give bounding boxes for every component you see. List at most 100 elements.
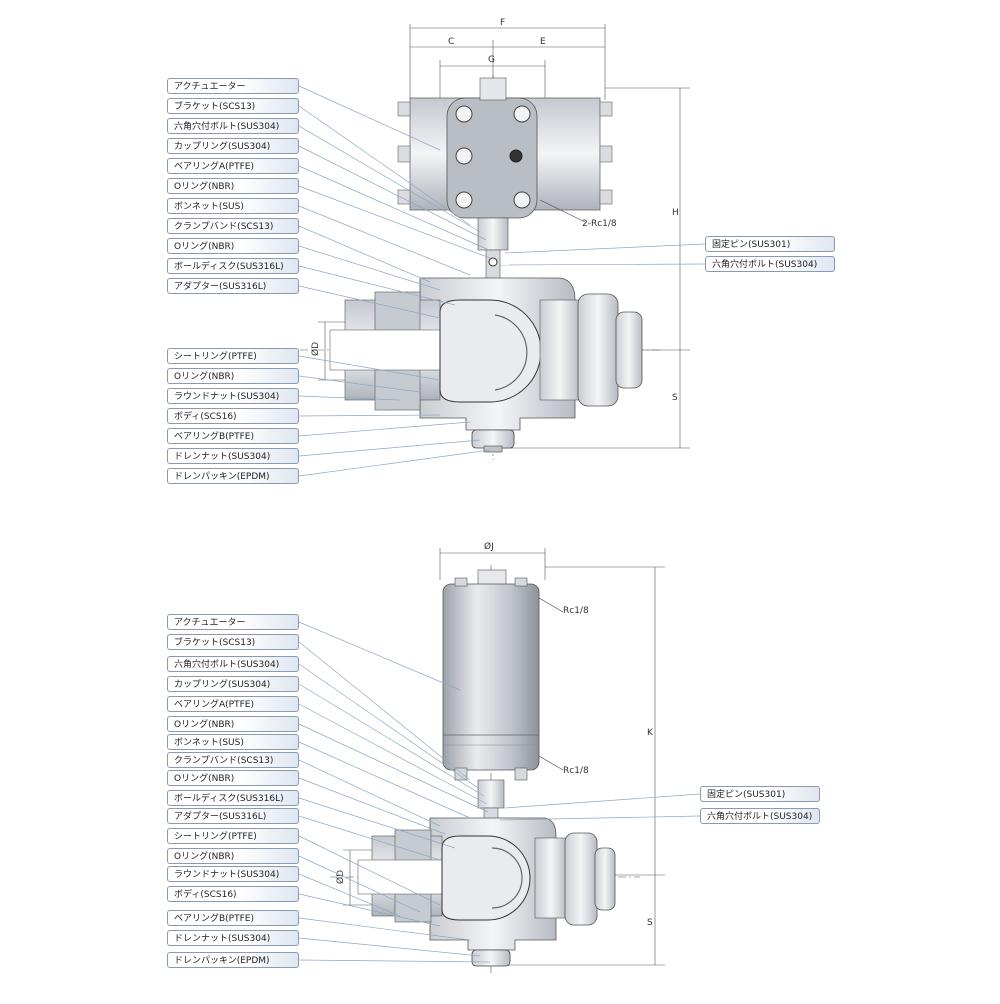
leader-line bbox=[298, 641, 471, 781]
dim-D2: ØD bbox=[335, 870, 346, 884]
dim-S2: S bbox=[647, 918, 653, 928]
part-label: Oリング(NBR) bbox=[167, 770, 299, 786]
part-label: Oリング(NBR) bbox=[167, 178, 299, 194]
part-label: ラウンドナット(SUS304) bbox=[167, 388, 299, 404]
part-label: ドレンナット(SUS304) bbox=[167, 448, 299, 464]
leader-line bbox=[298, 439, 481, 457]
cylinder-actuator-2 bbox=[442, 583, 540, 771]
leader-lines bbox=[298, 85, 706, 963]
leader-line bbox=[298, 125, 481, 233]
leader-line bbox=[298, 759, 441, 827]
part-label: ベアリングB(PTFE) bbox=[167, 910, 299, 926]
dim-S: S bbox=[672, 393, 678, 403]
port-note-2-bottom: Rc1/8 bbox=[563, 766, 589, 776]
leader-line bbox=[298, 165, 490, 251]
part-label: シートリング(PTFE) bbox=[167, 348, 299, 364]
leader-line bbox=[298, 741, 471, 819]
leader-line bbox=[504, 793, 701, 809]
leader-line bbox=[298, 205, 471, 276]
part-label: ベアリングA(PTFE) bbox=[167, 696, 299, 712]
leader-line bbox=[499, 815, 701, 821]
part-label: ドレンパッキン(EPDM) bbox=[167, 952, 299, 968]
part-label: 六角穴付ボルト(SUS304) bbox=[167, 118, 299, 134]
part-label: ドレンナット(SUS304) bbox=[167, 930, 299, 946]
part-label: ボディ(SCS16) bbox=[167, 408, 299, 424]
leader-line bbox=[298, 683, 485, 797]
dim-C: C bbox=[448, 37, 454, 47]
leader-line bbox=[298, 225, 431, 283]
leader-line bbox=[298, 421, 471, 437]
leader-line bbox=[298, 105, 471, 226]
leader-line bbox=[298, 959, 491, 963]
part-label: アダプター(SUS316L) bbox=[167, 278, 299, 294]
part-label: ベアリングA(PTFE) bbox=[167, 158, 299, 174]
part-label: シートリング(PTFE) bbox=[167, 828, 299, 844]
leader-line bbox=[298, 893, 441, 927]
port-note-2-top: Rc1/8 bbox=[563, 606, 589, 616]
dim-F: F bbox=[500, 18, 505, 28]
leader-line bbox=[298, 265, 456, 306]
part-label: Oリング(NBR) bbox=[167, 238, 299, 254]
leader-line bbox=[298, 703, 488, 805]
leader-line bbox=[298, 873, 401, 917]
part-label: アダプター(SUS316L) bbox=[167, 808, 299, 824]
part-label: 固定ピン(SUS301) bbox=[700, 786, 820, 802]
leader-line bbox=[298, 937, 481, 957]
part-label: Oリング(NBR) bbox=[167, 368, 299, 384]
dim-K: K bbox=[647, 728, 654, 738]
part-label: クランプバンド(SCS13) bbox=[167, 752, 299, 768]
part-label: ボディ(SCS16) bbox=[167, 886, 299, 902]
leader-line bbox=[298, 621, 461, 691]
part-label: クランプバンド(SCS13) bbox=[167, 218, 299, 234]
leader-line bbox=[298, 285, 441, 319]
part-label: ブラケット(SCS13) bbox=[167, 634, 299, 650]
diagram-1: F C E G H S ØD 2-Rc1/8 bbox=[300, 18, 690, 460]
part-label: アクチュエーター bbox=[167, 614, 299, 630]
leader-line bbox=[298, 449, 491, 477]
part-label: ボンネット(SUS) bbox=[167, 198, 299, 214]
part-label: アクチュエーター bbox=[167, 78, 299, 94]
part-label: Oリング(NBR) bbox=[167, 716, 299, 732]
part-label: 固定ピン(SUS301) bbox=[705, 236, 835, 252]
part-label: 六角穴付ボルト(SUS304) bbox=[167, 656, 299, 672]
dim-J: ØJ bbox=[484, 541, 494, 552]
port-note-1: 2-Rc1/8 bbox=[582, 219, 617, 229]
part-label: ベアリングB(PTFE) bbox=[167, 428, 299, 444]
part-label: ラウンドナット(SUS304) bbox=[167, 866, 299, 882]
leader-line bbox=[298, 663, 479, 789]
part-label: Oリング(NBR) bbox=[167, 848, 299, 864]
part-label: カップリング(SUS304) bbox=[167, 138, 299, 154]
leader-line bbox=[298, 85, 441, 151]
part-label: ドレンパッキン(EPDM) bbox=[167, 468, 299, 484]
part-label: ボールディスク(SUS316L) bbox=[167, 790, 299, 806]
diagram-2: ØJ K S ØD Rc1/8 Rc1/8 bbox=[330, 541, 665, 975]
dim-D: ØD bbox=[310, 342, 321, 356]
leader-line bbox=[298, 245, 441, 291]
part-label: カップリング(SUS304) bbox=[167, 676, 299, 692]
leader-line bbox=[298, 815, 441, 861]
part-label: ボールディスク(SUS316L) bbox=[167, 258, 299, 274]
leader-line bbox=[298, 797, 456, 849]
leader-line bbox=[298, 414, 441, 417]
dim-E: E bbox=[540, 37, 546, 47]
part-label: ブラケット(SCS13) bbox=[167, 98, 299, 114]
leader-line bbox=[298, 375, 421, 393]
leader-line bbox=[298, 145, 487, 241]
part-label: 六角穴付ボルト(SUS304) bbox=[705, 256, 835, 272]
leader-line bbox=[504, 243, 706, 254]
leader-line bbox=[499, 263, 706, 266]
part-label: ボンネット(SUS) bbox=[167, 734, 299, 750]
leader-line bbox=[298, 855, 421, 913]
leader-line bbox=[298, 835, 441, 906]
leader-line bbox=[298, 355, 441, 381]
leader-line bbox=[298, 185, 491, 259]
leader-line bbox=[298, 917, 471, 941]
dim-H: H bbox=[672, 208, 679, 218]
dim-G: G bbox=[488, 55, 495, 65]
leader-line bbox=[298, 777, 446, 835]
leader-line bbox=[298, 395, 401, 401]
leader-line bbox=[298, 723, 489, 813]
part-label: 六角穴付ボルト(SUS304) bbox=[700, 808, 820, 824]
